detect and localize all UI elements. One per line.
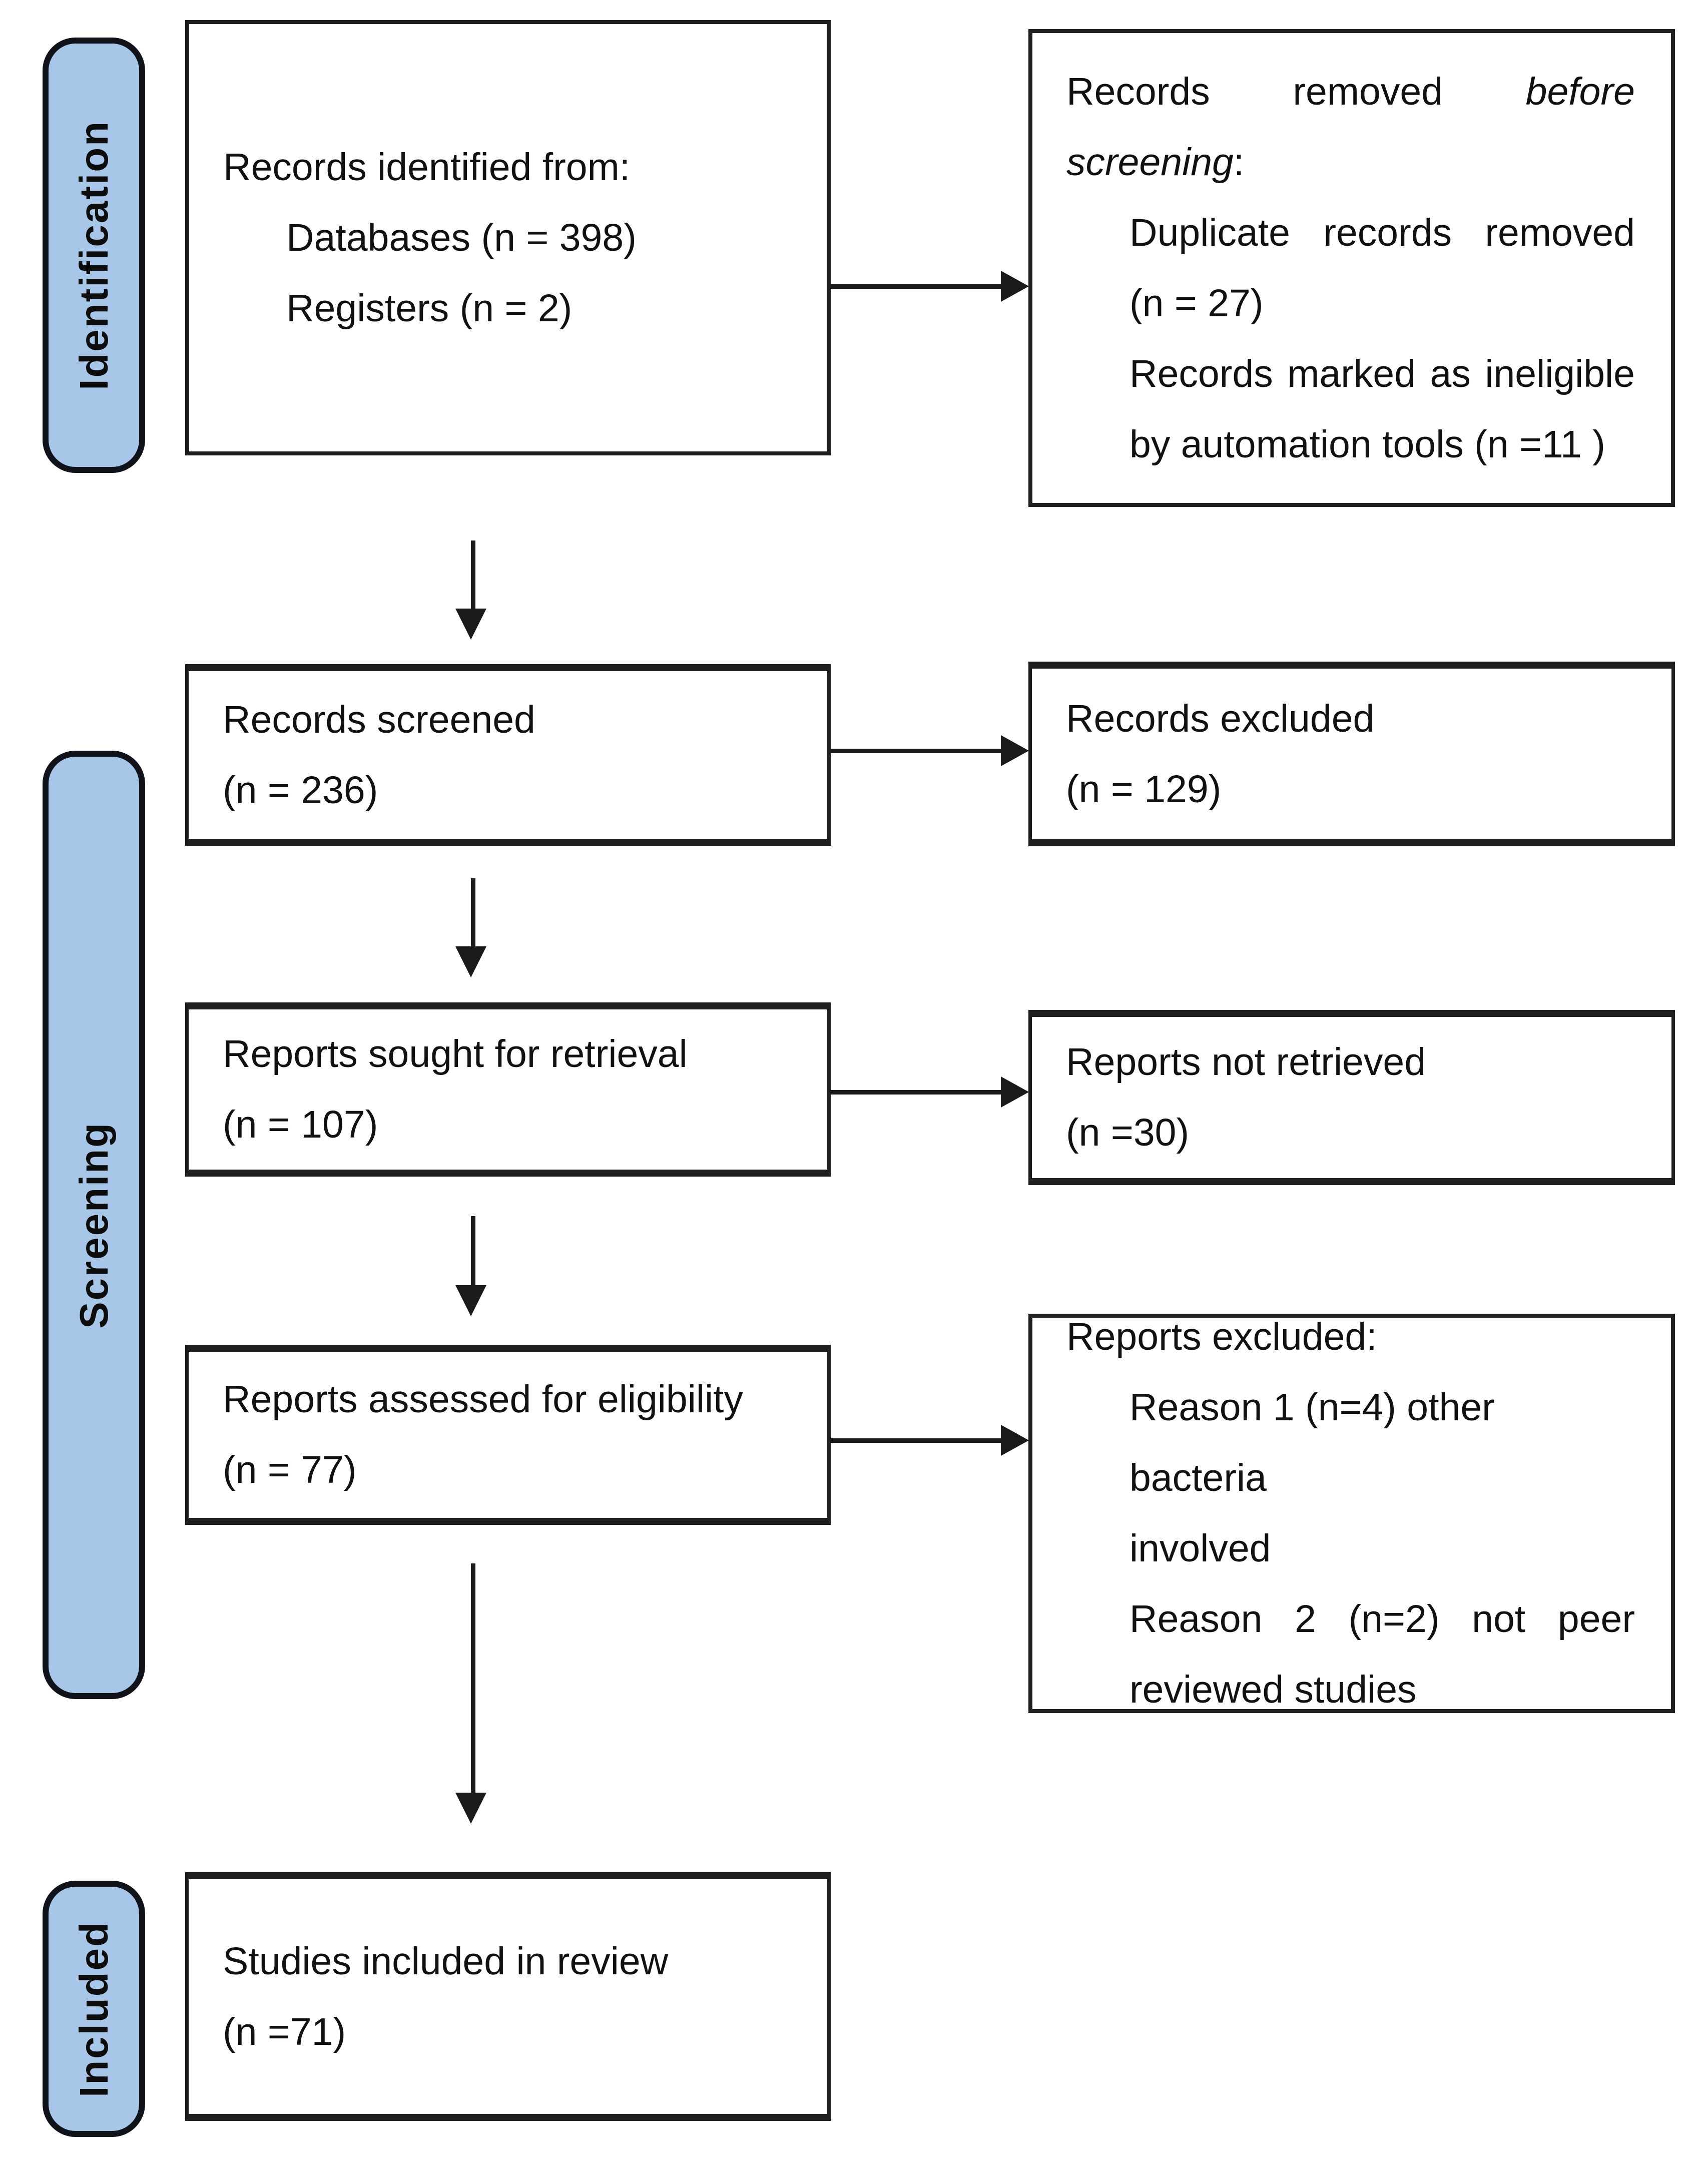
records-excluded-line1: Records excluded bbox=[1066, 697, 1375, 740]
arrow-sought-to-assessed-line bbox=[471, 1216, 475, 1287]
box-studies-included: Studies included in review (n =71) bbox=[185, 1872, 831, 2121]
box-reports-sought: Reports sought for retrieval (n = 107) bbox=[185, 1002, 831, 1177]
reports-excluded-line2: Reason 1 (n=4) other bacteria bbox=[1129, 1386, 1495, 1499]
arrow-assessed-to-included-line bbox=[471, 1563, 475, 1795]
arrow-sought-to-notretrieved-head bbox=[1001, 1076, 1029, 1108]
arrow-identified-to-screened-line bbox=[471, 540, 475, 611]
reports-excluded-line1: Reports excluded: bbox=[1066, 1315, 1377, 1358]
stage-tab-screening: Screening bbox=[43, 751, 145, 1699]
reports-not-retrieved-line2: (n =30) bbox=[1066, 1111, 1190, 1154]
arrow-screened-to-excluded-line bbox=[831, 749, 1005, 753]
records-removed-line4: (n = 27) bbox=[1129, 281, 1264, 325]
reports-assessed-line1: Reports assessed for eligibility bbox=[223, 1378, 743, 1421]
records-screened-line2: (n = 236) bbox=[223, 768, 378, 812]
reports-excluded-line4: Reason 2 (n=2) not peer bbox=[1129, 1597, 1635, 1641]
reports-sought-line2: (n = 107) bbox=[223, 1103, 378, 1146]
box-records-screened: Records screened (n = 236) bbox=[185, 664, 831, 846]
arrow-sought-to-assessed-head bbox=[455, 1285, 486, 1316]
arrow-identified-to-screened-head bbox=[455, 609, 486, 640]
records-removed-line3: Duplicate records removed bbox=[1129, 211, 1635, 254]
records-screened-line1: Records screened bbox=[223, 698, 535, 741]
records-identified-line3: Registers (n = 2) bbox=[286, 286, 573, 330]
stage-label-screening: Screening bbox=[71, 1121, 116, 1329]
reports-not-retrieved-line1: Reports not retrieved bbox=[1066, 1040, 1426, 1083]
arrow-assessed-to-excluded-head bbox=[1001, 1425, 1029, 1456]
reports-excluded-line5: reviewed studies bbox=[1129, 1668, 1417, 1711]
records-excluded-line2: (n = 129) bbox=[1066, 767, 1222, 811]
box-reports-not-retrieved: Reports not retrieved (n =30) bbox=[1028, 1010, 1675, 1185]
stage-tab-included: Included bbox=[43, 1881, 145, 2137]
records-removed-line5: Records marked as ineligible bbox=[1129, 352, 1635, 395]
records-identified-line2: Databases (n = 398) bbox=[286, 216, 637, 259]
records-removed-line2: screening: bbox=[1066, 140, 1245, 184]
stage-label-included: Included bbox=[71, 1920, 116, 2097]
records-removed-line6: by automation tools (n =11 ) bbox=[1129, 422, 1605, 466]
studies-included-line1: Studies included in review bbox=[223, 1939, 669, 1983]
records-removed-line1: Records removed before bbox=[1066, 70, 1635, 113]
reports-excluded-line3: involved bbox=[1129, 1527, 1271, 1570]
box-records-excluded: Records excluded (n = 129) bbox=[1028, 662, 1675, 846]
studies-included-line2: (n =71) bbox=[223, 2010, 346, 2053]
box-reports-assessed: Reports assessed for eligibility (n = 77… bbox=[185, 1345, 831, 1525]
arrow-screened-to-excluded-head bbox=[1001, 735, 1029, 766]
stage-label-identification: Identification bbox=[71, 120, 116, 390]
box-reports-excluded: Reports excluded: Reason 1 (n=4) other b… bbox=[1028, 1314, 1675, 1713]
arrow-screened-to-sought-head bbox=[455, 946, 486, 977]
box-records-removed: Records removed before screening: Duplic… bbox=[1028, 29, 1675, 507]
stage-tab-identification: Identification bbox=[43, 38, 145, 473]
arrow-assessed-to-excluded-line bbox=[831, 1438, 1005, 1443]
arrow-screened-to-sought-line bbox=[471, 878, 475, 948]
arrow-assessed-to-included-head bbox=[455, 1793, 486, 1824]
arrow-identified-to-removed-head bbox=[1001, 271, 1029, 302]
reports-assessed-line2: (n = 77) bbox=[223, 1448, 357, 1491]
records-identified-line1: Records identified from: bbox=[223, 145, 631, 189]
reports-sought-line1: Reports sought for retrieval bbox=[223, 1032, 688, 1075]
box-records-identified: Records identified from: Databases (n = … bbox=[185, 20, 831, 455]
arrow-identified-to-removed-line bbox=[831, 284, 1005, 289]
arrow-sought-to-notretrieved-line bbox=[831, 1090, 1005, 1095]
